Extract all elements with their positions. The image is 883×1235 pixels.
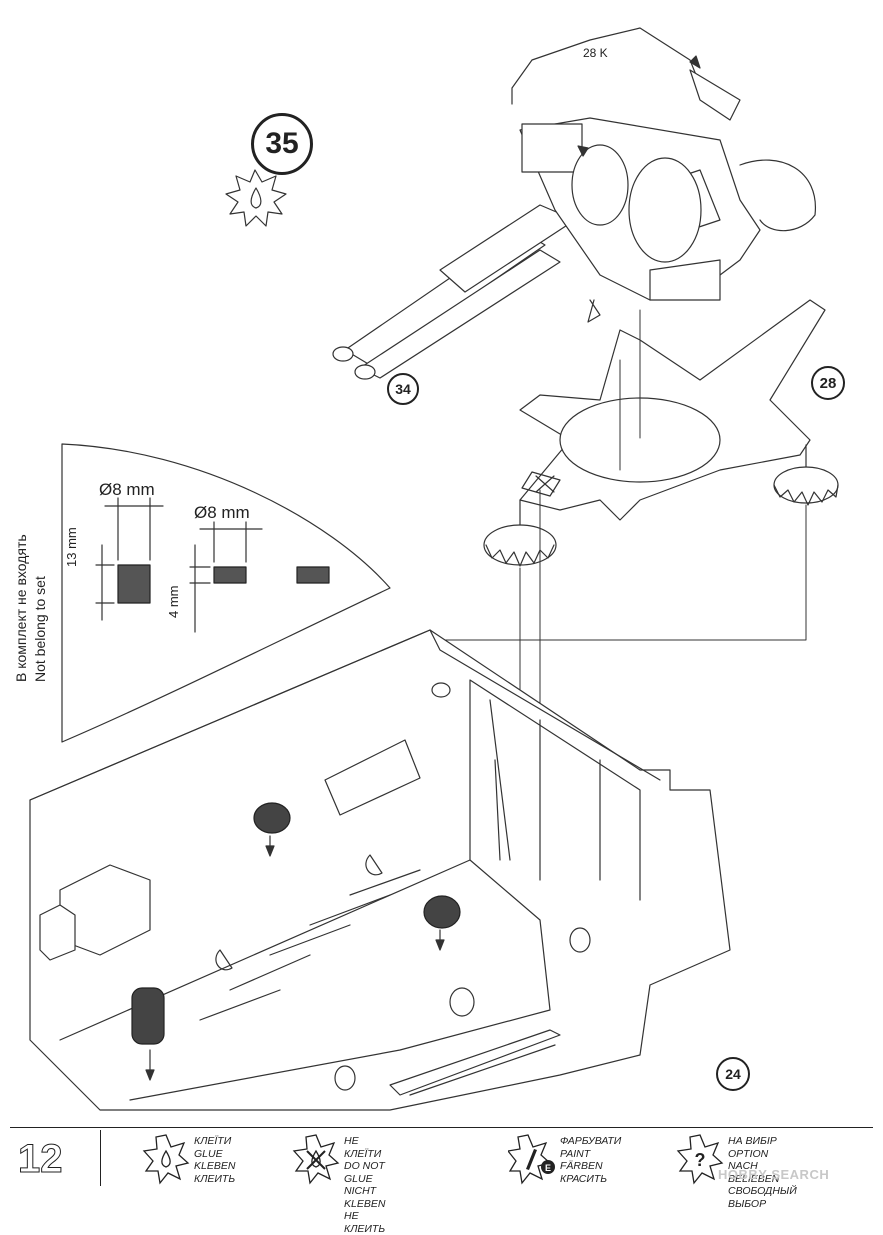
diameter-dimension-b: Ø8 mm: [194, 503, 250, 522]
height-dimension-b: 4 mm: [166, 585, 181, 619]
part-ref-24: 24: [716, 1057, 750, 1091]
part-label-28k: 28 K: [583, 46, 608, 60]
paint-label-de: FÄRBEN: [560, 1160, 603, 1172]
watermark: HOBBY SEARCH: [718, 1167, 830, 1182]
not-included-inset: [61, 443, 391, 743]
glue-label-ua: КЛЕЇТИ: [194, 1135, 232, 1147]
note-russian: В комплект не входять: [13, 534, 29, 682]
option-question-icon: ?: [676, 1134, 724, 1185]
no-glue-icon: [292, 1134, 340, 1185]
glue-label-ru: КЛЕИТЬ: [194, 1172, 236, 1185]
legend-footer: [10, 1127, 873, 1191]
option-label-ua: НА ВИБІР: [728, 1135, 777, 1147]
paint-label-ua: ФАРБУВАТИ: [560, 1135, 622, 1147]
paint-label-en: PAINT: [560, 1147, 591, 1160]
no-glue-label-ru: НЕ КЛЕИТЬ: [344, 1210, 386, 1235]
no-glue-label-de: NICHT KLEBEN: [344, 1185, 386, 1210]
glue-drop-icon: [142, 1134, 190, 1185]
twin-gun-assembly: [332, 27, 816, 380]
paint-label-ru: КРАСИТЬ: [560, 1172, 608, 1185]
diameter-dimension-a: Ø8 mm: [99, 480, 155, 499]
note-english: Not belong to set: [32, 576, 48, 682]
glue-burst-icon: [225, 169, 287, 227]
option-label-en: OPTION: [728, 1147, 769, 1160]
no-glue-label-ua: НЕ КЛЕЇТИ: [344, 1135, 382, 1160]
height-dimension-a: 13 mm: [64, 527, 79, 567]
page-number: 12: [18, 1137, 63, 1182]
svg-text:E: E: [545, 1163, 551, 1173]
option-label-ru: СВОБОДНЫЙ ВЫБОР: [728, 1185, 797, 1210]
cross-mount-base: [483, 299, 839, 567]
paint-brush-icon: E: [508, 1134, 555, 1185]
glue-label-de: KLEBEN: [194, 1160, 236, 1172]
arrows: [145, 55, 701, 1081]
instruction-page: 35 34 28 24 28 K Ø8 mm Ø8 mm 13 mm 4 mm …: [10, 27, 873, 1235]
footer-divider: [100, 1130, 101, 1186]
assembly-drawing: [29, 27, 839, 1111]
part-ref-28: 28: [811, 366, 845, 400]
glue-label-en: GLUE: [194, 1147, 223, 1160]
vehicle-hull: [29, 629, 731, 1111]
option-label-de: NACH BELIEBEN: [728, 1160, 780, 1185]
no-glue-label-en: DO NOT GLUE: [344, 1160, 385, 1185]
svg-text:?: ?: [695, 1150, 706, 1170]
part-ref-34: 34: [387, 373, 419, 405]
step-number-badge: 35: [251, 113, 313, 175]
not-included-note: В комплект не входять Not belong to set: [12, 482, 50, 682]
tires: [131, 802, 461, 1045]
